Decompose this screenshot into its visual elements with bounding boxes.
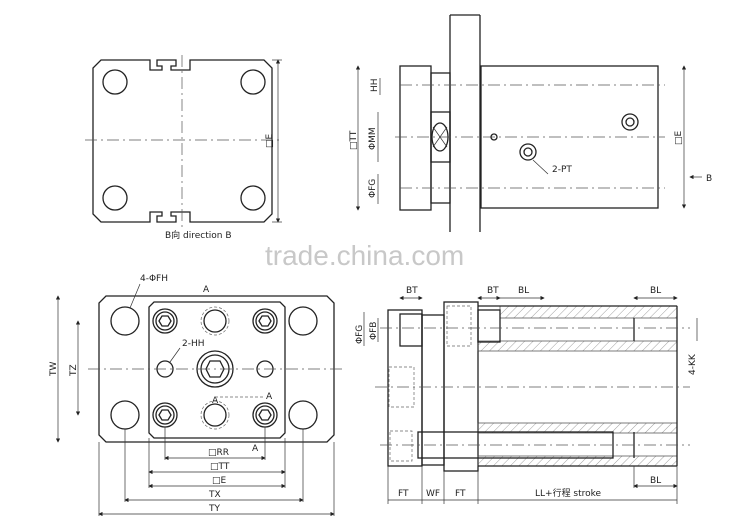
bl-label-top-1: BL [518,286,529,296]
dim-fg-label: ΦFG [355,325,365,344]
bt-label-2: BT [487,286,499,296]
dim-e-label: □E [265,133,275,148]
dim-mm-label: ΦMM [368,127,378,150]
dim-fg-label: ΦFG [368,179,378,198]
dim-tt-label: □TT [349,130,359,150]
dim-tz-label: TZ [69,364,79,377]
label-4-fh: 4-ΦFH [140,274,168,284]
watermark: trade.china.com [265,240,464,271]
label-2-hh: 2-HH [182,339,205,349]
stroke-label: LL+行程 stroke [535,487,602,499]
wf-label: WF [426,489,440,499]
section-a-label: A [266,392,273,402]
port-label: 2-PT [552,165,572,175]
outer-holes [110,306,318,430]
bl-label-bottom: BL [650,476,661,486]
ft-label-1: FT [398,489,409,499]
dim-rr-label: □RR [208,448,229,458]
view-b: □E B向 direction B [85,55,282,241]
direction-b-label: B [706,174,712,184]
section-a-label: A [212,396,219,406]
section-a-label: A [252,444,259,454]
ft-label-2: FT [455,489,466,499]
dim-e-label: □E [212,476,227,486]
section-a-label: A [203,285,210,295]
front-view: 4-ΦFH 2-HH A A A A TW TZ □RR □TT □E TX T… [49,274,345,517]
dim-hh-label: HH [370,78,380,92]
view-b-caption: B向 direction B [165,229,232,241]
dim-e-label: □E [674,130,684,145]
kk-label: 4-KK [688,353,698,375]
mounting-holes [102,69,266,211]
section-view: BT BT BL BL ΦFG ΦFB 4-KK FT WF FT LL+行程 … [355,286,698,504]
bt-label-1: BT [406,286,418,296]
bolt-heads [152,308,278,428]
dim-ty-label: TY [208,504,220,514]
dim-fb-label: ΦFB [369,322,379,340]
bl-label-top-2: BL [650,286,661,296]
side-view: 2-PT □TT HH ΦMM ΦFG □E B [349,14,712,232]
dim-tt-label: □TT [210,462,230,472]
dim-tx-label: TX [208,490,221,500]
dim-tw-label: TW [49,362,59,377]
